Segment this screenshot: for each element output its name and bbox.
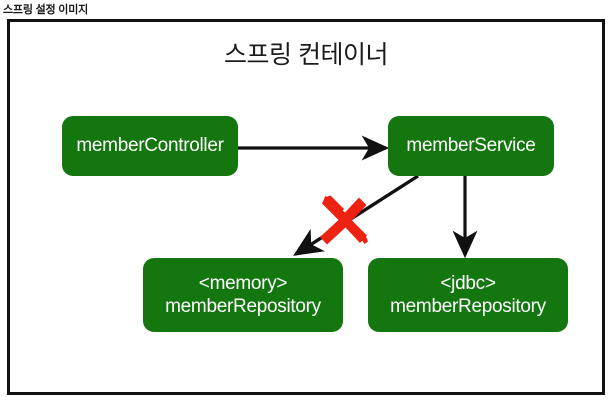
bean-label: memberRepository [165, 296, 321, 317]
bean-label: memberService [406, 135, 536, 157]
spring-container-frame: 스프링 컨테이너 [7, 19, 605, 395]
bean-member-service[interactable]: memberService [388, 116, 554, 176]
spring-container-title: 스프링 컨테이너 [224, 41, 388, 69]
bean-member-controller[interactable]: memberController [62, 116, 238, 176]
bean-label-qualifier: <jdbc> [440, 272, 496, 294]
page-title: 스프링 설정 이미지 [3, 4, 89, 16]
bean-label: memberController [76, 135, 224, 157]
bean-jdbc-member-repository[interactable]: <jdbc> memberRepository [368, 258, 568, 332]
bean-label-qualifier: <memory> [198, 272, 288, 294]
bean-memory-member-repository[interactable]: <memory> memberRepository [143, 258, 343, 332]
bean-label: memberRepository [390, 296, 546, 317]
